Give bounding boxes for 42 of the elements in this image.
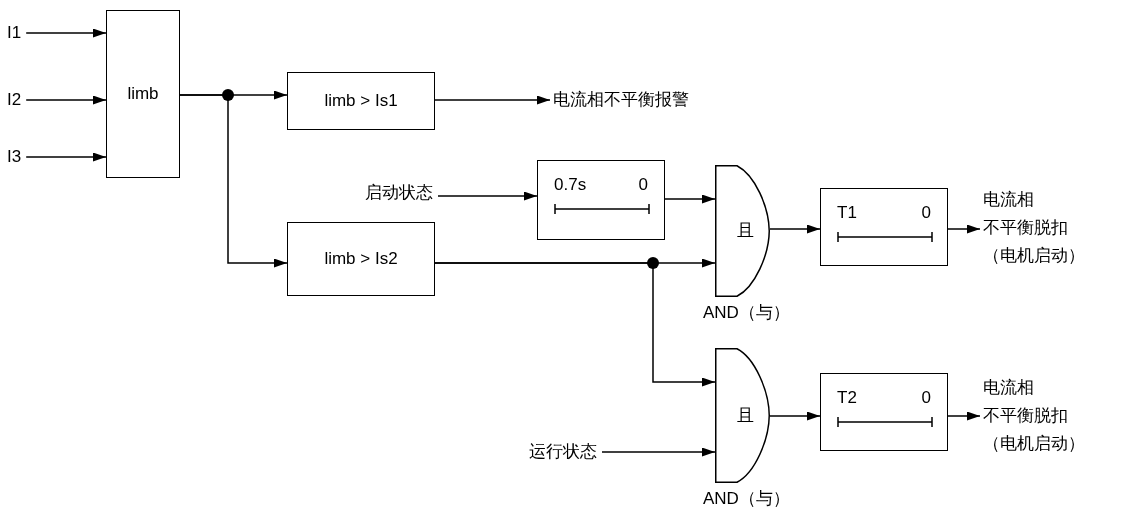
box-label: limb > Is1 [324, 91, 398, 111]
signal-label: 运行状态 [526, 441, 602, 463]
arrow [437, 191, 538, 201]
arrow [434, 95, 551, 105]
timer-box [537, 160, 665, 240]
arrow [25, 152, 107, 162]
timer-value: 0 [921, 203, 931, 223]
timer-value: T2 [837, 388, 857, 408]
arrow [25, 28, 107, 38]
process-box [287, 222, 435, 296]
arrow [179, 94, 288, 268]
box-label: limb [127, 84, 159, 104]
process-box [287, 72, 435, 130]
timer-value: 0 [638, 175, 648, 195]
box-label: limb > Is2 [324, 249, 398, 269]
gate-symbol: 且 [735, 404, 755, 427]
gate-symbol: 且 [735, 220, 755, 242]
arrow [769, 224, 821, 234]
signal-label: I3 [4, 146, 27, 168]
output-label: 电流相不平衡脱扣（电机启动） [980, 374, 1085, 458]
and-gate [715, 348, 770, 483]
gate-label: AND（与） [703, 488, 790, 510]
arrow [434, 262, 716, 387]
timer-box [820, 188, 948, 266]
process-box [106, 10, 180, 178]
arrow [601, 447, 716, 457]
timer-value: 0.7s [554, 175, 587, 195]
output-label: 电流相不平衡脱扣（电机启动） [980, 186, 1085, 270]
signal-label: 启动状态 [362, 182, 438, 204]
arrow [664, 194, 716, 204]
arrow [25, 95, 107, 105]
signal-label: I1 [4, 22, 27, 44]
signal-label: I2 [4, 89, 27, 111]
gate-label: AND（与） [703, 302, 790, 324]
signal-label: 电流相不平衡报警 [550, 89, 694, 111]
and-gate [715, 165, 770, 297]
arrow [947, 224, 981, 234]
timer-value: 0 [921, 388, 931, 408]
timer-value: T1 [837, 203, 857, 223]
arrow [947, 411, 981, 421]
timer-box [820, 373, 948, 451]
arrow [769, 411, 821, 421]
